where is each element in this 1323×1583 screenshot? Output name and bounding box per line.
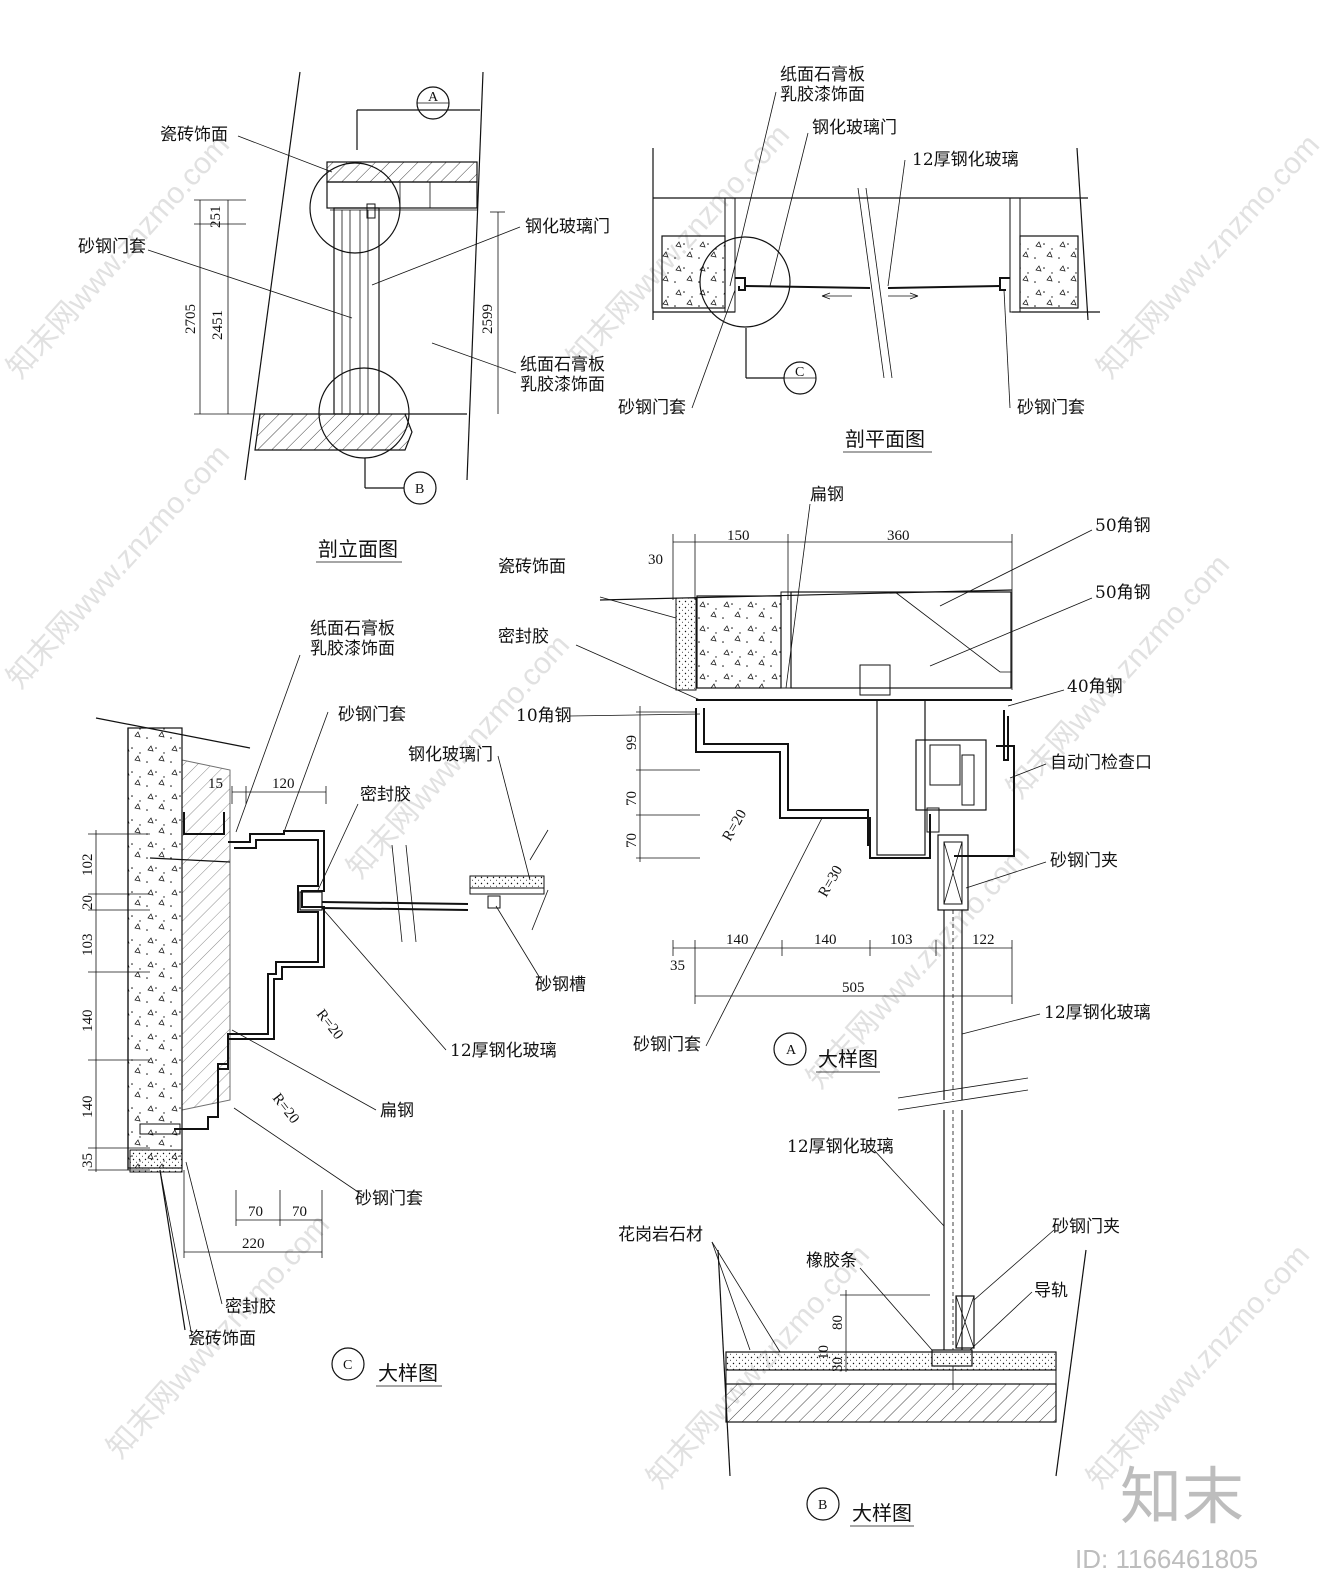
tag-b: B bbox=[415, 482, 424, 497]
tag-c: C bbox=[795, 365, 804, 380]
watermark-text: 知末网www.znzmo.com bbox=[1, 438, 236, 694]
label-frame-right: 砂钢门套 bbox=[1017, 398, 1085, 418]
dim-120: 120 bbox=[272, 776, 295, 792]
label-frame-top: 砂钢门套 bbox=[338, 705, 406, 725]
label-angle10: 10角钢 bbox=[516, 706, 572, 726]
label-sealant: 密封胶 bbox=[498, 627, 549, 647]
section-elevation: 251 2705 2451 2599 瓷砖饰面 砂钢门套 钢化玻璃门 纸面石膏板… bbox=[78, 71, 610, 563]
label-granite: 花岗岩石材 bbox=[618, 1225, 703, 1245]
dim-102: 102 bbox=[80, 854, 96, 877]
label-paint: 乳胶漆饰面 bbox=[780, 85, 865, 105]
label-glass: 12厚钢化玻璃 bbox=[912, 150, 1019, 170]
label-rail: 导轨 bbox=[1034, 1281, 1068, 1301]
dim-70: 70 bbox=[624, 833, 640, 848]
dim-220: 220 bbox=[242, 1236, 265, 1252]
dim-r30: R=30 bbox=[816, 863, 847, 900]
dim-r20: R=20 bbox=[313, 1007, 346, 1043]
label-sealant-top: 密封胶 bbox=[360, 785, 411, 805]
detail-a: 30 150 360 99 70 70 R bbox=[498, 485, 1152, 1111]
watermark-logo: 知末 bbox=[1120, 1460, 1244, 1533]
label-glass-door: 钢化玻璃门 bbox=[812, 118, 897, 138]
dim-70: 70 bbox=[292, 1204, 307, 1220]
dim-r20: R=20 bbox=[720, 807, 751, 844]
label-glass-door: 钢化玻璃门 bbox=[525, 217, 610, 237]
tag-a: A bbox=[786, 1043, 797, 1058]
watermark-id: ID: 1166461805 bbox=[1075, 1544, 1258, 1574]
dim-150: 150 bbox=[727, 528, 750, 544]
dim-2599: 2599 bbox=[480, 304, 496, 334]
dim-140: 140 bbox=[80, 1010, 96, 1033]
dim-122: 122 bbox=[972, 932, 995, 948]
label-glass: 12厚钢化玻璃 bbox=[1044, 1003, 1151, 1023]
label-inspection-hatch: 自动门检查口 bbox=[1050, 753, 1152, 773]
label-frame-left: 砂钢门套 bbox=[618, 398, 686, 418]
dim-505: 505 bbox=[842, 980, 865, 996]
dim-15: 15 bbox=[208, 776, 223, 792]
tag-a: A bbox=[428, 90, 439, 105]
label-paint: 乳胶漆饰面 bbox=[520, 375, 605, 395]
dim-251: 251 bbox=[208, 206, 224, 229]
dim-70: 70 bbox=[624, 791, 640, 806]
label-glass-door: 钢化玻璃门 bbox=[408, 745, 493, 765]
dim-99: 99 bbox=[624, 735, 640, 750]
label-gypsum: 纸面石膏板 bbox=[310, 618, 395, 639]
label-flat-steel: 扁钢 bbox=[810, 485, 844, 505]
dim-2705: 2705 bbox=[183, 304, 199, 334]
label-flat-steel: 扁钢 bbox=[380, 1101, 414, 1121]
label-angle40: 40角钢 bbox=[1067, 677, 1123, 697]
title-elevation: 剖立面图 bbox=[318, 537, 398, 561]
title-detail-b: 大样图 bbox=[852, 1501, 912, 1525]
label-tile: 瓷砖饰面 bbox=[498, 557, 566, 577]
dim-30: 30 bbox=[648, 552, 663, 568]
label-frame-bottom: 砂钢门套 bbox=[355, 1189, 423, 1209]
label-gypsum: 纸面石膏板 bbox=[780, 64, 865, 85]
dim-35: 35 bbox=[670, 958, 685, 974]
tag-c: C bbox=[343, 1358, 352, 1373]
label-frame: 砂钢门套 bbox=[78, 237, 146, 257]
dim-35: 35 bbox=[80, 1153, 96, 1168]
label-paint: 乳胶漆饰面 bbox=[310, 639, 395, 659]
watermark-text: 知末网www.znzmo.com bbox=[1091, 128, 1323, 384]
dim-140: 140 bbox=[814, 932, 837, 948]
label-tile: 瓷砖饰面 bbox=[188, 1329, 256, 1349]
dim-103: 103 bbox=[80, 934, 96, 957]
label-tile: 瓷砖饰面 bbox=[160, 125, 228, 145]
label-gypsum: 纸面石膏板 bbox=[520, 354, 605, 375]
dim-360: 360 bbox=[887, 528, 910, 544]
label-groove: 砂钢槽 bbox=[535, 975, 586, 995]
label-clamp: 砂钢门夹 bbox=[1052, 1217, 1120, 1237]
label-glass: 12厚钢化玻璃 bbox=[787, 1137, 894, 1157]
detail-c: 15 120 102 20 103 140 140 35 R=20 R=20 7… bbox=[80, 618, 586, 1387]
dim-2451: 2451 bbox=[210, 310, 226, 340]
detail-b: 80 10 30 12厚钢化玻璃 花岗岩石材 橡胶条 砂钢门夹 导轨 B 大样图 bbox=[618, 1110, 1120, 1527]
tag-b: B bbox=[818, 1498, 827, 1513]
label-clamp: 砂钢门夹 bbox=[1050, 851, 1118, 871]
dim-10: 10 bbox=[816, 1345, 832, 1360]
dim-103: 103 bbox=[890, 932, 913, 948]
label-angle50-b: 50角钢 bbox=[1095, 583, 1151, 603]
title-plan: 剖平面图 bbox=[845, 427, 925, 451]
dim-70: 70 bbox=[248, 1204, 263, 1220]
label-sealant-bottom: 密封胶 bbox=[225, 1297, 276, 1317]
dim-140: 140 bbox=[726, 932, 749, 948]
label-glass: 12厚钢化玻璃 bbox=[450, 1041, 557, 1061]
title-detail-a: 大样图 bbox=[818, 1047, 878, 1071]
title-detail-c: 大样图 bbox=[378, 1361, 438, 1385]
watermark-text: 知末网www.znzmo.com bbox=[1081, 1238, 1316, 1494]
dim-140: 140 bbox=[80, 1096, 96, 1119]
dim-20: 20 bbox=[80, 895, 96, 910]
dim-30: 30 bbox=[830, 1357, 846, 1372]
section-plan: 纸面石膏板 乳胶漆饰面 钢化玻璃门 12厚钢化玻璃 砂钢门套 砂钢门套 C 剖平… bbox=[618, 64, 1100, 453]
label-rubber: 橡胶条 bbox=[806, 1251, 857, 1271]
dim-r20: R=20 bbox=[269, 1091, 302, 1127]
dim-80: 80 bbox=[830, 1315, 846, 1330]
label-frame: 砂钢门套 bbox=[633, 1035, 701, 1055]
label-angle50-a: 50角钢 bbox=[1095, 516, 1151, 536]
